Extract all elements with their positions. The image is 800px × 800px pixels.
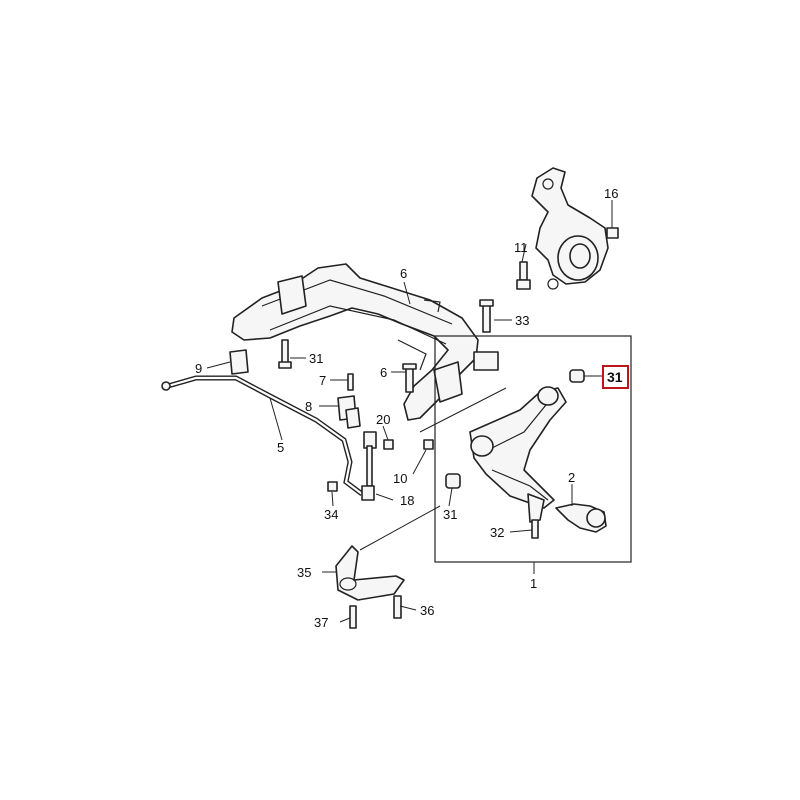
- steering-knuckle[interactable]: [531, 167, 609, 290]
- front-crossmember[interactable]: [231, 263, 479, 421]
- stabilizer-link[interactable]: [361, 431, 377, 501]
- callout-33: 33: [515, 313, 529, 328]
- callout-1: 1: [530, 576, 537, 591]
- bushing-31-lower[interactable]: [445, 473, 461, 489]
- callout-17: 16: [604, 186, 618, 201]
- link-nut-34[interactable]: [327, 481, 338, 492]
- callout-34: 34: [324, 507, 338, 522]
- bushing-bolt-7[interactable]: [347, 373, 354, 391]
- highlight-box-31: [602, 365, 629, 389]
- callout-11: 10: [393, 471, 407, 486]
- callout-5: 5: [277, 440, 284, 455]
- knuckle-nut-17[interactable]: [606, 227, 619, 239]
- bolt-36[interactable]: [393, 595, 402, 619]
- bolt-37[interactable]: [349, 605, 357, 629]
- bolt-33[interactable]: [473, 299, 499, 371]
- link-nut-19[interactable]: [383, 439, 394, 450]
- bushing-31-upper[interactable]: [569, 369, 585, 383]
- callout-31-lower: 31: [443, 507, 457, 522]
- callout-labels: 6 31 9 7 8 6 5 20 18 34 10 33 11 16 31 3…: [195, 186, 629, 630]
- callout-37: 37: [314, 615, 328, 630]
- bolt-32[interactable]: [531, 519, 539, 539]
- lower-control-arm[interactable]: [469, 386, 567, 523]
- callout-31-highlighted: 31: [607, 369, 623, 385]
- callout-35: 35: [297, 565, 311, 580]
- crossmember-bolt-6[interactable]: [402, 363, 417, 393]
- stabilizer-bar[interactable]: [161, 375, 364, 496]
- callout-20: 31: [309, 351, 323, 366]
- crossmember-bolt-20[interactable]: [278, 339, 292, 369]
- ball-joint-2[interactable]: [555, 503, 607, 533]
- stabilizer-bushing-9[interactable]: [229, 349, 249, 375]
- callout-7: 7: [319, 373, 326, 388]
- callout-36: 36: [420, 603, 434, 618]
- callout-8: 8: [305, 399, 312, 414]
- callout-2: 2: [568, 470, 575, 485]
- callout-19: 20: [376, 412, 390, 427]
- callout-18: 18: [400, 493, 414, 508]
- callout-9: 9: [195, 361, 202, 376]
- callout-16: 11: [514, 240, 528, 255]
- lower-arm-assembly-frame: [434, 335, 632, 563]
- callout-6: 6: [380, 365, 387, 380]
- knuckle-bolt-16[interactable]: [516, 261, 531, 290]
- callout-10: 6: [400, 266, 407, 281]
- leader-lines: [206, 200, 613, 623]
- nut-11[interactable]: [423, 439, 434, 450]
- stabilizer-bushing-8[interactable]: [337, 395, 361, 429]
- bracket-35[interactable]: [335, 545, 405, 601]
- callout-32: 32: [490, 525, 504, 540]
